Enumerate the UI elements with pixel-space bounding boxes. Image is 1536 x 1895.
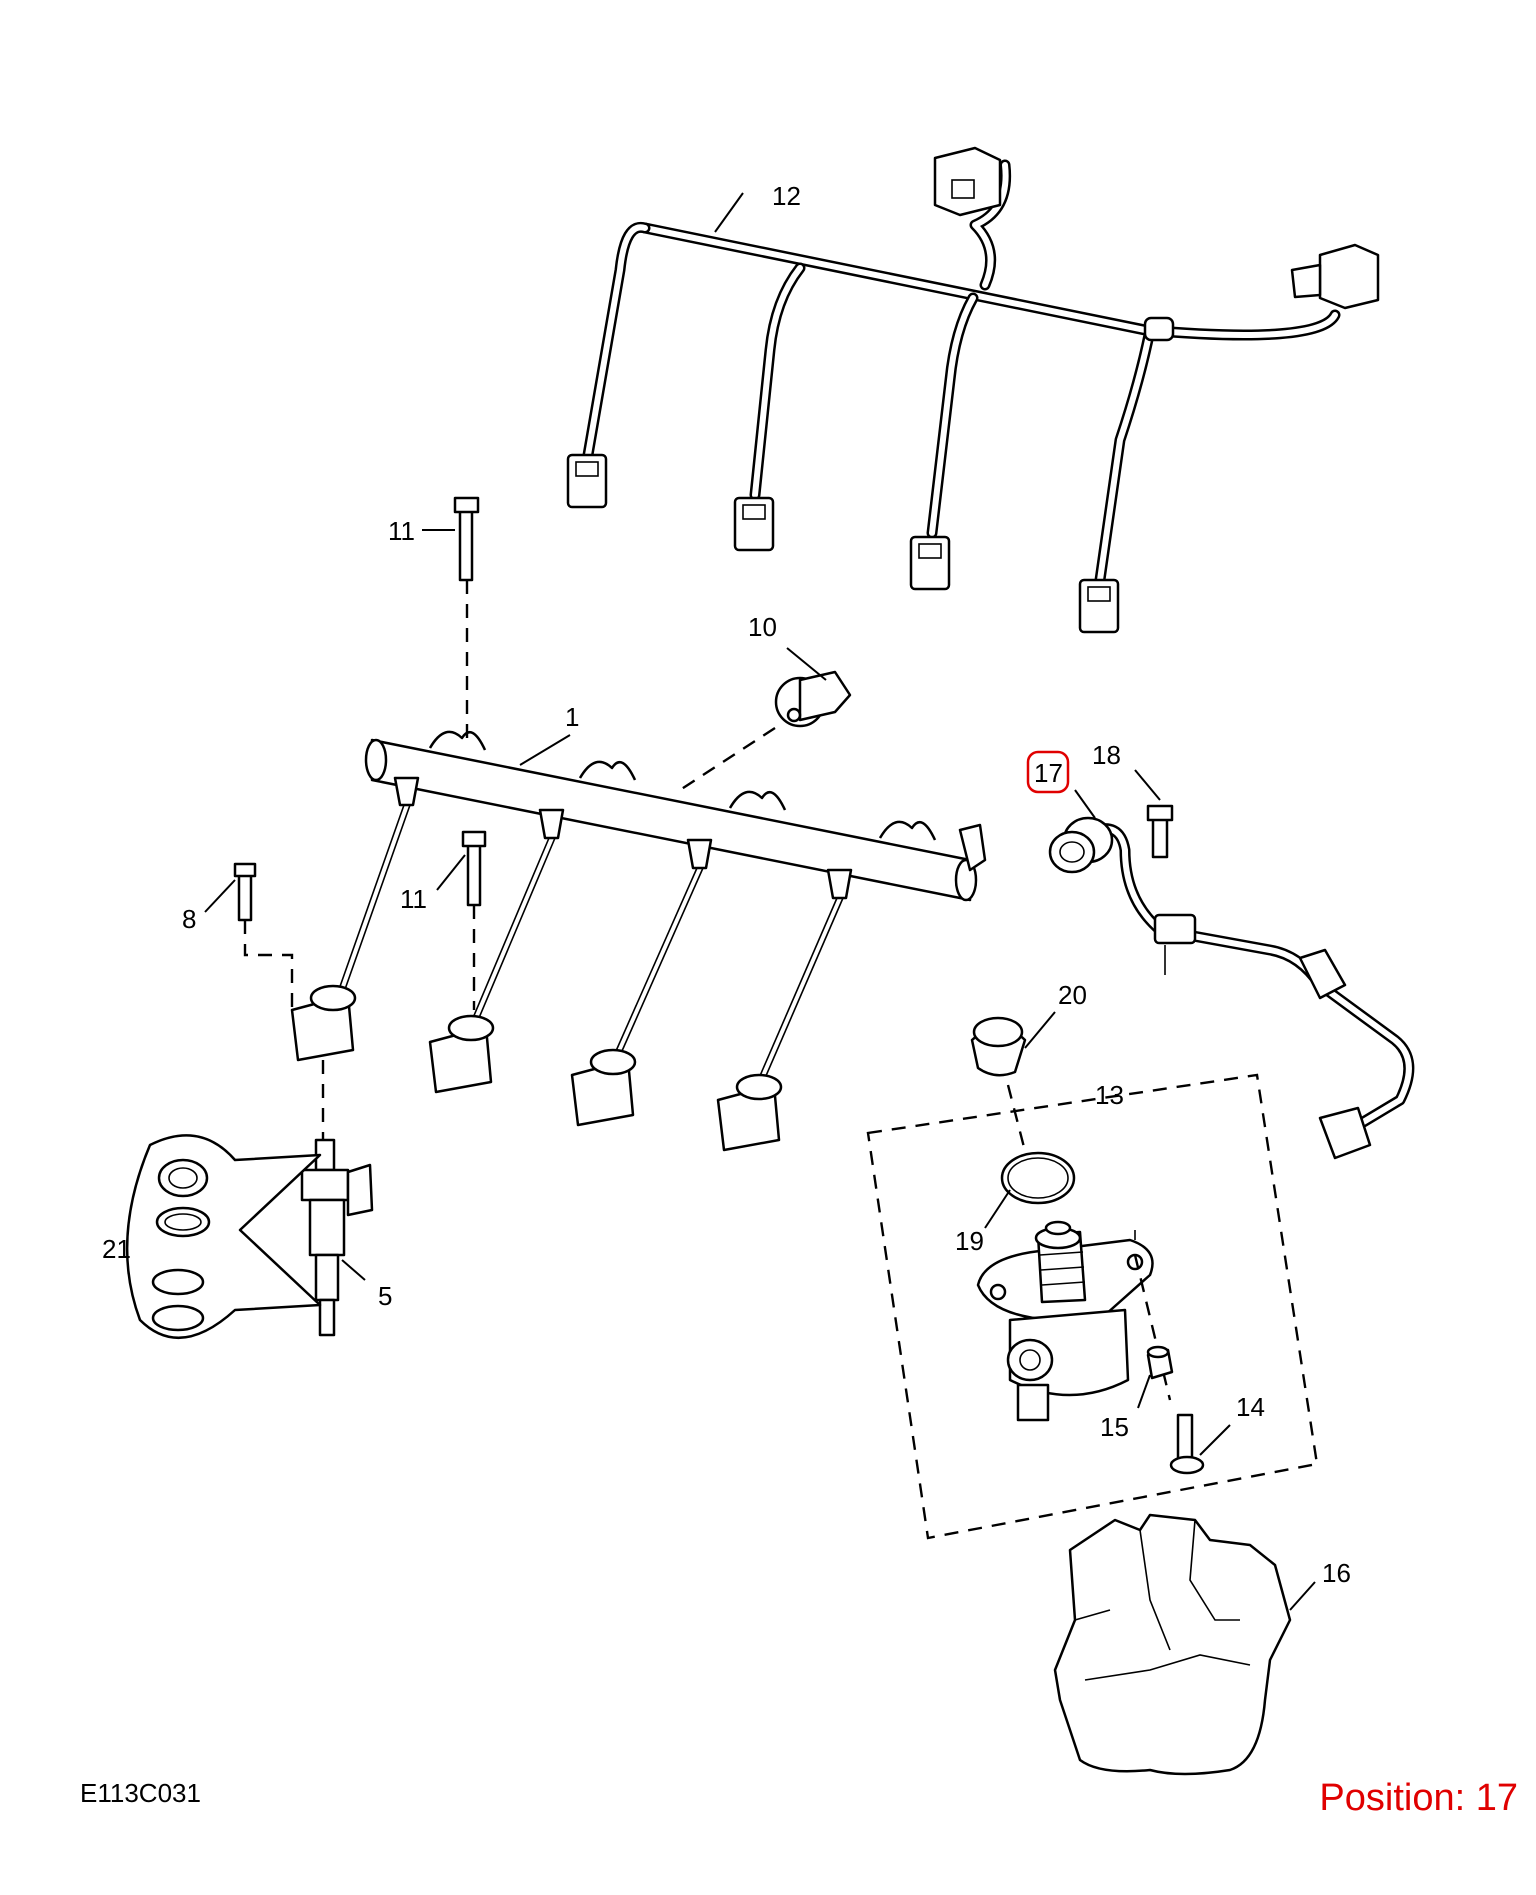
- callout-10: 10: [748, 612, 777, 642]
- drawing-code: E113C031: [80, 1778, 201, 1808]
- spacer-15[interactable]: [1146, 1345, 1174, 1380]
- o-ring-19[interactable]: [1000, 1151, 1076, 1205]
- fuel-pipe[interactable]: [1084, 823, 1415, 1160]
- position-indicator: Position: 17: [1319, 1777, 1518, 1820]
- callout-11-top: 11: [388, 516, 415, 546]
- callout-5: 5: [378, 1281, 392, 1311]
- pump-dashed-guide: [1133, 1254, 1172, 1401]
- callout-13: 13: [1095, 1080, 1124, 1110]
- callout-12: 12: [772, 181, 801, 211]
- bolts[interactable]: [233, 496, 487, 922]
- highlight-box-17: [1026, 750, 1070, 794]
- bolt-dashed-guide-3: [243, 920, 294, 1010]
- position-value: 17: [1475, 1777, 1518, 1819]
- follower-cup-20[interactable]: [970, 1016, 1027, 1077]
- callout-19: 19: [955, 1226, 984, 1256]
- ignition-coils[interactable]: [290, 984, 783, 1152]
- wiring-harness[interactable]: [566, 146, 1380, 634]
- bolt-18[interactable]: [1146, 804, 1174, 859]
- cup-dashed-guide: [1006, 1084, 1037, 1191]
- seal-kit[interactable]: [125, 1134, 322, 1340]
- callout-20: 20: [1058, 980, 1087, 1010]
- position-prefix: Position:: [1319, 1777, 1466, 1819]
- callout-21: 21: [102, 1234, 131, 1264]
- callout-1: 1: [565, 702, 579, 732]
- callout-14: 14: [1236, 1392, 1265, 1422]
- callout-18: 18: [1092, 740, 1121, 770]
- pipe-fitting-17[interactable]: [1048, 816, 1114, 874]
- callout-16: 16: [1322, 1558, 1351, 1588]
- leader-lines: [204, 192, 1316, 1611]
- callout-11-bottom: 11: [400, 884, 427, 914]
- high-pressure-pump[interactable]: [976, 1220, 1154, 1422]
- callout-labels: 1 5 8 10 11 11 12 13 14 15 16 17 18 19 2…: [102, 181, 1351, 1588]
- callout-17: 17: [1034, 758, 1063, 788]
- fuel-pressure-sensor[interactable]: [774, 670, 852, 728]
- fuel-rail[interactable]: [336, 730, 987, 1086]
- pump-cover-16[interactable]: [1053, 1513, 1292, 1776]
- bolt-14[interactable]: [1169, 1413, 1205, 1475]
- fuel-injector[interactable]: [300, 1138, 374, 1337]
- sensor-dashed-guide: [679, 726, 776, 792]
- callout-15: 15: [1100, 1412, 1129, 1442]
- callout-8: 8: [182, 904, 196, 934]
